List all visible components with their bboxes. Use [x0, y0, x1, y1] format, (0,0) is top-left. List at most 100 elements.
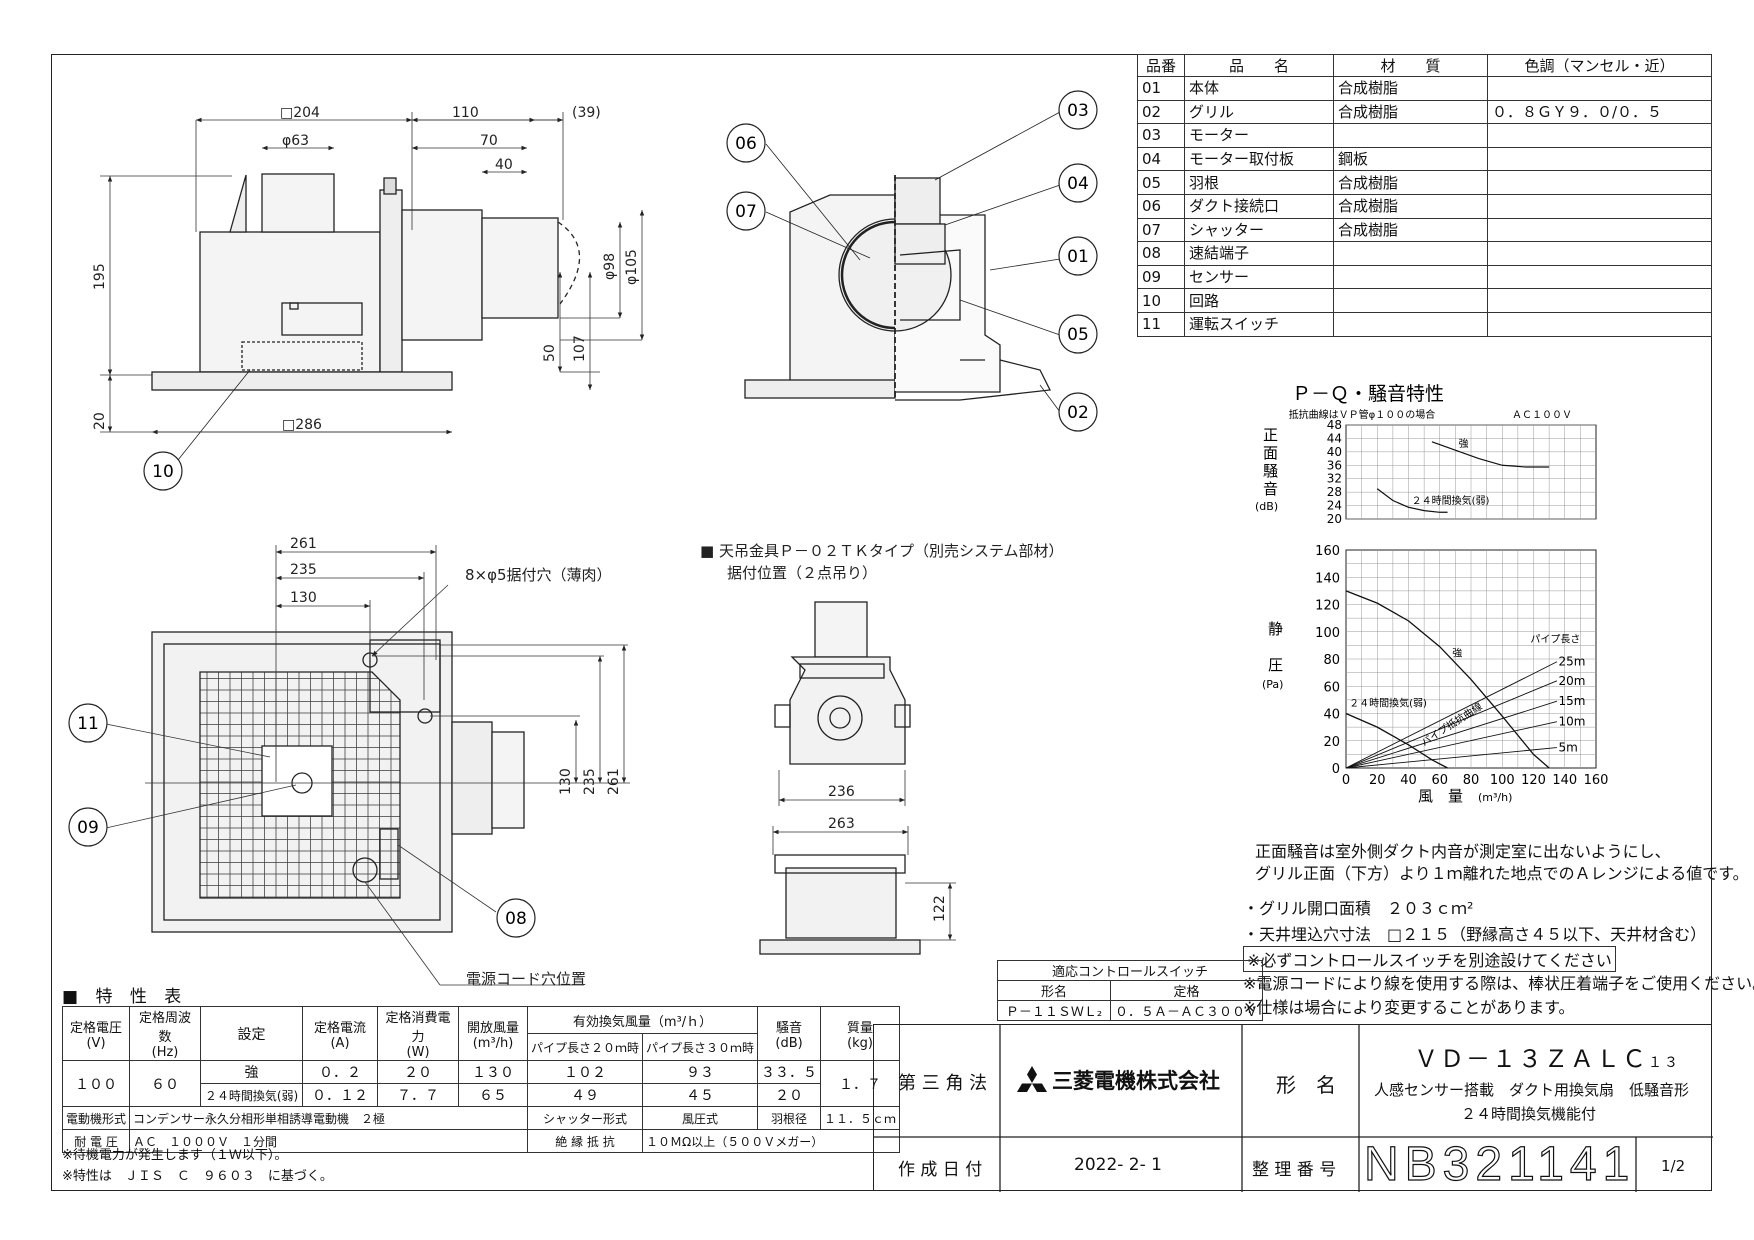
part-no: 02: [1137, 99, 1185, 125]
part-name: モーター取付板: [1184, 146, 1334, 172]
part-no: 10: [1137, 288, 1185, 313]
spec-freq: ６０: [129, 1060, 202, 1107]
page-number: 1/2: [1661, 1157, 1686, 1175]
noise-series-0: [1431, 441, 1550, 468]
part-color: [1487, 241, 1712, 266]
spec-p20-weak: ４９: [527, 1083, 644, 1107]
pq-pipe-title: パイプ長さ: [1530, 634, 1580, 646]
part-material: [1333, 241, 1488, 266]
spec-h-pipe20: パイプ長さ２０ｍ時: [527, 1033, 644, 1061]
company-logo: 三菱電機株式会社: [1016, 1065, 1220, 1095]
noise-ylabel-2: 面: [1263, 444, 1278, 462]
title-block: 第 三 角 法 三菱電機株式会社 形 名 ＶＤ－１３ＺＡＬＣ１３ 人感センサー搭…: [873, 1024, 1713, 1192]
noise-yunit: (dB): [1255, 500, 1278, 513]
noise-ylabel-4: 音: [1263, 480, 1278, 498]
spec-h-open: 開放風量 (m³/h): [458, 1006, 529, 1061]
spec-power-strong: ２０: [377, 1060, 460, 1084]
spec-voltage: １００: [61, 1060, 131, 1107]
pq-pipe-label: 15m: [1559, 694, 1586, 708]
spec-p20-strong: １０２: [527, 1060, 644, 1084]
pq-ytick-label: 120: [1315, 599, 1340, 614]
hanger-dimensions: [772, 770, 956, 941]
dim-107: 107: [572, 335, 588, 362]
callout-02: 02: [1058, 392, 1098, 432]
noise-ylabel-1: 正: [1263, 426, 1278, 444]
dim-v235: 235: [582, 768, 598, 795]
company-name: 三菱電機株式会社: [1052, 1069, 1220, 1093]
model-label: 形 名: [1276, 1073, 1336, 1097]
plan-view: [151, 631, 525, 933]
pq-series-5: [1345, 721, 1558, 769]
spec-shutter-value: 風圧式: [642, 1106, 759, 1130]
pq-pipe-label: 20m: [1559, 674, 1586, 688]
pq-strong-label: 強: [1452, 646, 1462, 659]
part-name: センサー: [1184, 264, 1334, 290]
plan-view-dim-labels: 261 235 130 8×φ5据付穴（薄肉） 130 235 261 電源コー…: [290, 536, 622, 988]
model-main: ＶＤ－１３ＺＡＬＣ: [1414, 1045, 1648, 1073]
dim-50: 50: [542, 344, 558, 362]
part-name: 運転スイッチ: [1184, 311, 1334, 337]
pq-xtick-label: 20: [1369, 773, 1386, 788]
callout-label: 08: [505, 909, 527, 929]
pq-pipe-label: 5m: [1559, 741, 1578, 755]
callout-01: 01: [1058, 236, 1098, 276]
part-material: 合成樹脂: [1333, 193, 1488, 219]
chart-voltage: ＡＣ１００Ｖ: [1512, 410, 1572, 421]
dim-263: 263: [828, 816, 855, 832]
pq-xunit: (m³/h): [1478, 791, 1512, 804]
dim-236: 236: [828, 784, 855, 800]
dim-261: 261: [290, 536, 317, 552]
part-name: モーター: [1184, 123, 1334, 148]
spec-blade-label: 羽根径: [757, 1106, 822, 1130]
pq-xtick-label: 160: [1584, 773, 1609, 788]
callout-05: 05: [1058, 314, 1098, 354]
spec-noise-weak: ２０: [757, 1083, 822, 1107]
model-description-1: 人感センサー搭載 ダクト用換気扇 低騒音形: [1374, 1081, 1690, 1099]
spec-current-strong: ０．２: [302, 1060, 379, 1084]
note-spec-change: ※仕様は場合により変更することがあります。: [1243, 998, 1575, 1017]
date-value: 2022- 2- 1: [1074, 1155, 1162, 1175]
model-description-2: ２４時間換気機能付: [1461, 1105, 1597, 1123]
noise-tick-label: 28: [1327, 485, 1342, 499]
ctrl-rating: ０．５Ａ－ＡＣ３００Ｖ: [1109, 1000, 1264, 1021]
part-name: 本体: [1184, 76, 1334, 101]
note-grille-area: ・グリル開口面積 ２０３ｃｍ²: [1243, 899, 1474, 918]
dim-195: 195: [92, 263, 108, 290]
part-color: [1487, 170, 1712, 195]
noise-tick-label: 24: [1327, 499, 1342, 513]
spec-noise-strong: ３３．５: [757, 1060, 822, 1084]
callout-09: 09: [68, 807, 108, 847]
title-block-lines: [874, 1025, 1713, 1192]
noise-tick-label: 44: [1327, 431, 1342, 445]
document-number: NB321141: [1363, 1137, 1636, 1191]
pq-xtick-label: 100: [1490, 773, 1515, 788]
spec-insulation-label: 絶 縁 抵 抗: [527, 1129, 644, 1153]
spec-current-weak: ０．１２: [302, 1083, 379, 1107]
pq-ytick-label: 40: [1323, 708, 1340, 723]
noise-weak-label: ２４時間換気(弱): [1412, 494, 1490, 507]
spec-withstand-value: ＡＣ １０００Ｖ １分間: [129, 1129, 529, 1153]
part-material: 合成樹脂: [1333, 170, 1488, 195]
callout-label: 07: [735, 202, 757, 222]
part-material: [1333, 288, 1488, 313]
spec-h-current: 定格電流 (A): [302, 1006, 379, 1061]
callout-04: 04: [1058, 163, 1098, 203]
dim-v130: 130: [558, 768, 574, 795]
hanger-subtitle: 据付位置（２点吊り）: [727, 564, 877, 582]
pq-chart: 静 圧 (Pa) 風 量 (m³/h) 02040608010012014016…: [1262, 544, 1608, 805]
callout-label: 09: [77, 818, 99, 838]
pq-xtick-label: 60: [1431, 773, 1448, 788]
spec-table: 定格電圧 (V) 定格周波数 (Hz) 設定 定格電流 (A) 定格消費電力 (…: [61, 1006, 901, 1153]
pq-series-0: [1345, 590, 1550, 769]
ctrl-title: 適応コントロールスイッチ: [996, 960, 1264, 981]
spec-blade-value: １１．５ｃｍ: [820, 1106, 901, 1130]
spec-notes: ※待機電力が発生します（１Ｗ以下）。 ※特性は ＪＩＳ Ｃ ９６０３ に基づく。: [62, 1145, 333, 1187]
dim-204: □204: [280, 105, 320, 121]
note-cord: ※電源コードにより線を使用する際は、棒状圧着端子をご使用ください。: [1243, 974, 1754, 993]
callout-label: 04: [1067, 174, 1089, 194]
